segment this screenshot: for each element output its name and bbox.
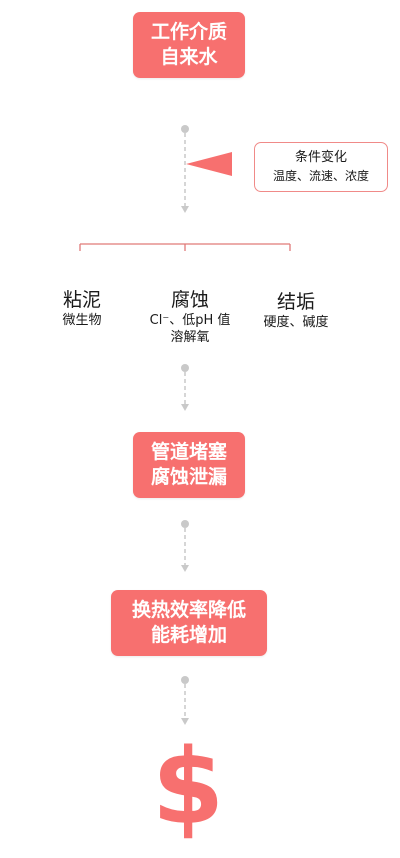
condition-title: 条件变化 — [294, 150, 347, 165]
node-line: 腐蚀泄漏 — [150, 466, 227, 488]
node-line: 自来水 — [160, 46, 218, 68]
node-line: 换热效率降低 — [131, 599, 246, 621]
connector-dot — [181, 125, 189, 133]
condition-change-box: 条件变化 温度、流速、浓度 — [254, 142, 388, 192]
category-title: 结垢 — [276, 291, 315, 313]
condition-detail: 温度、流速、浓度 — [272, 169, 369, 183]
connector-dot — [181, 676, 189, 684]
arrowhead-down-icon — [181, 206, 189, 213]
category-sludge: 粘泥 微生物 — [44, 288, 120, 329]
category-title: 粘泥 — [62, 289, 101, 311]
dollar-icon: $ — [151, 726, 225, 848]
triangle-left-icon — [186, 152, 232, 176]
node-line: 工作介质 — [150, 21, 227, 43]
category-desc: Cl⁻、低pH 值 — [149, 313, 231, 328]
category-desc: 溶解氧 — [170, 330, 210, 345]
category-corrosion: 腐蚀 Cl⁻、低pH 值 溶解氧 — [130, 288, 250, 346]
category-desc: 微生物 — [62, 313, 102, 328]
node-line: 能耗增加 — [150, 624, 227, 646]
arrowhead-down-icon — [181, 565, 189, 572]
node-working-medium: 工作介质 自来水 — [133, 12, 245, 78]
node-efficiency-drop: 换热效率降低 能耗增加 — [111, 590, 267, 656]
connector-dot — [181, 364, 189, 372]
category-desc: 硬度、碱度 — [263, 315, 329, 330]
node-pipe-blockage: 管道堵塞 腐蚀泄漏 — [133, 432, 245, 498]
category-title: 腐蚀 — [170, 289, 209, 311]
connector-dot — [181, 520, 189, 528]
category-scale: 结垢 硬度、碱度 — [246, 290, 346, 331]
arrowhead-down-icon — [181, 404, 189, 411]
node-line: 管道堵塞 — [150, 441, 227, 463]
category-bracket — [79, 243, 291, 251]
arrowhead-down-icon — [181, 718, 189, 725]
